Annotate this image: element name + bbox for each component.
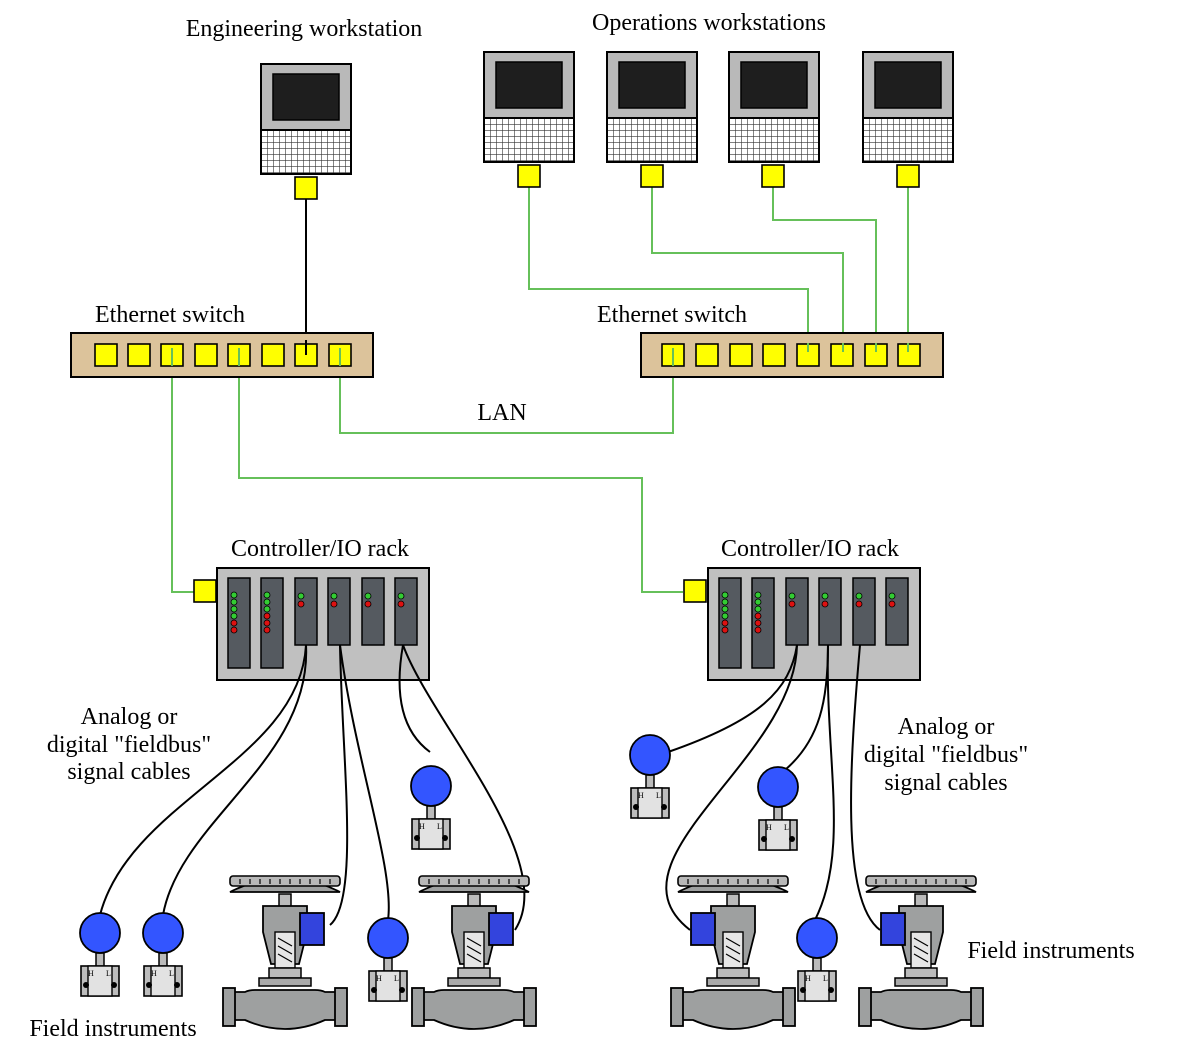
controller-rack-left xyxy=(193,567,430,681)
control-valve-right-2 xyxy=(858,875,984,1030)
engineering-workstation-label: Engineering workstation xyxy=(186,16,423,42)
controller-rack-right xyxy=(683,567,921,681)
control-valve-left-2 xyxy=(411,875,537,1030)
ethernet-switch-left xyxy=(70,332,374,378)
signal-cables xyxy=(99,644,881,931)
signal-cables-left-line3: signal cables xyxy=(67,759,190,785)
signal-cables-right-line1: Analog or xyxy=(898,714,995,740)
engineering-workstation xyxy=(260,63,352,200)
cable-ops1 xyxy=(528,186,809,343)
transmitter-left-1 xyxy=(79,912,121,997)
ethernet-switch-left-label: Ethernet switch xyxy=(95,302,245,328)
ethernet-switch-right xyxy=(640,332,944,378)
rack-right-port xyxy=(683,579,707,603)
network-cables xyxy=(171,186,909,593)
operations-workstation-3 xyxy=(728,51,820,188)
cable-rack-left xyxy=(171,366,194,593)
field-instruments-right-label: Field instruments xyxy=(967,938,1134,964)
transmitter-right-3 xyxy=(796,917,838,1002)
transmitter-left-3 xyxy=(367,917,409,1002)
operations-workstation-4 xyxy=(862,51,954,188)
cable-rack-right xyxy=(238,366,683,593)
field-instruments-left-label: Field instruments xyxy=(29,1016,196,1042)
control-valve-left-1 xyxy=(222,875,348,1030)
rack-left-port xyxy=(193,579,217,603)
controller-left-label: Controller/IO rack xyxy=(231,536,409,562)
signal-cables-left-label: Analog or digital "fieldbus" signal cabl… xyxy=(47,704,211,785)
signal-cables-right-line2: digital "fieldbus" xyxy=(864,742,1028,768)
transmitter-right-1 xyxy=(629,734,671,819)
transmitter-left-4 xyxy=(410,765,452,850)
controller-right-label: Controller/IO rack xyxy=(721,536,899,562)
operations-workstation-2 xyxy=(606,51,698,188)
signal-cables-right-label: Analog or digital "fieldbus" signal cabl… xyxy=(864,714,1028,796)
transmitter-right-2 xyxy=(757,766,799,851)
transmitter-left-2 xyxy=(142,912,184,997)
cable-ops2 xyxy=(651,186,844,343)
signal-cables-right-line3: signal cables xyxy=(884,770,1007,796)
ethernet-switch-right-label: Ethernet switch xyxy=(597,302,747,328)
operations-workstation-1 xyxy=(483,51,575,188)
lan-label: LAN xyxy=(477,400,526,426)
cable-ops3 xyxy=(772,186,877,343)
lan-cable xyxy=(339,366,674,434)
signal-cables-left-line2: digital "fieldbus" xyxy=(47,732,211,758)
signal-cables-left-line1: Analog or xyxy=(81,704,178,730)
operations-workstations-label: Operations workstations xyxy=(592,10,826,36)
control-valve-right-1 xyxy=(670,875,796,1030)
